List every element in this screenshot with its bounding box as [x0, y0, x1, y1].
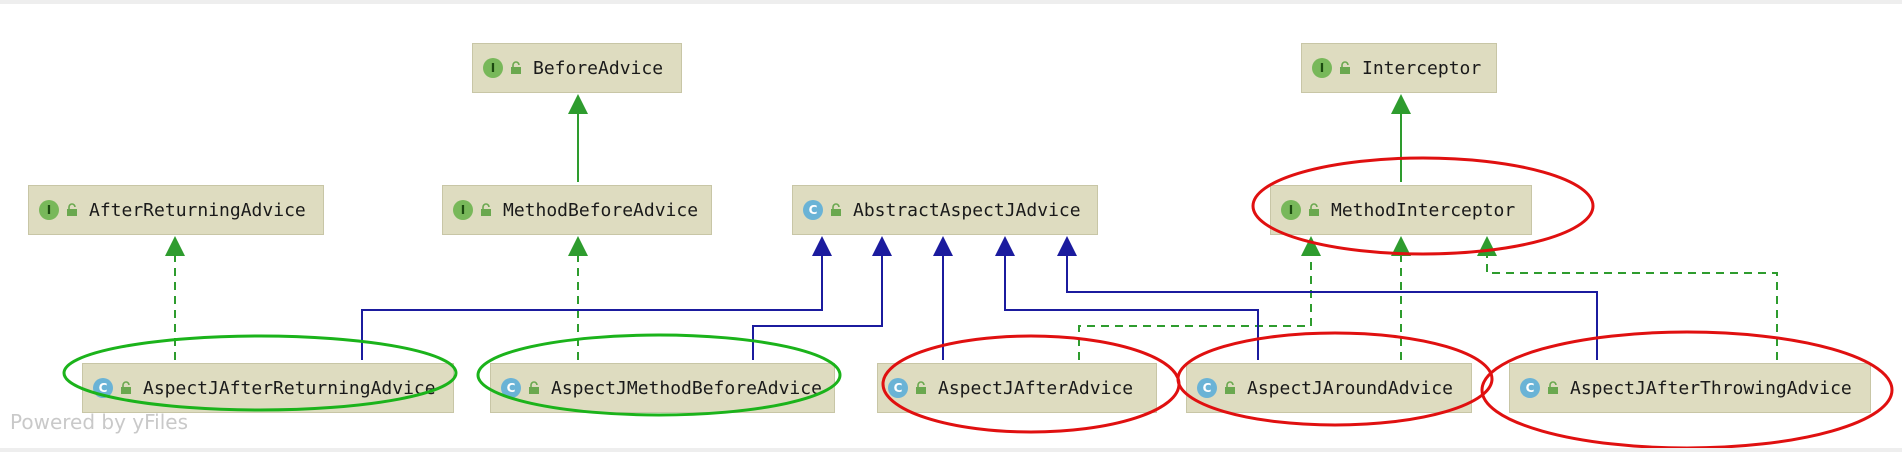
lock-icon — [121, 381, 131, 394]
edge-aspectjmethodbefore-abstract — [752, 256, 883, 360]
node-aspectj-after-returning-advice[interactable]: C AspectJAfterReturningAdvice — [82, 363, 454, 413]
arrowhead-methodinterceptor-2 — [1391, 236, 1411, 256]
lock-icon — [1340, 61, 1350, 74]
node-aspectj-after-advice[interactable]: C AspectJAfterAdvice — [877, 363, 1157, 413]
node-before-advice[interactable]: I BeforeAdvice — [472, 43, 682, 93]
arrowhead-abstract-1 — [812, 236, 832, 256]
lock-icon — [916, 381, 926, 394]
interface-icon: I — [453, 200, 473, 220]
node-label: AfterReturningAdvice — [89, 199, 306, 221]
interface-icon: I — [1281, 200, 1301, 220]
interface-icon: I — [39, 200, 59, 220]
lock-icon — [67, 203, 77, 216]
node-aspectj-around-advice[interactable]: C AspectJAroundAdvice — [1186, 363, 1472, 413]
lock-icon — [1225, 381, 1235, 394]
node-method-before-advice[interactable]: I MethodBeforeAdvice — [442, 185, 712, 235]
arrowhead-interceptor — [1391, 94, 1411, 114]
bottom-border — [0, 448, 1902, 452]
lock-icon — [1548, 381, 1558, 394]
lock-icon — [529, 381, 539, 394]
top-border — [0, 0, 1902, 4]
arrowhead-abstract-4 — [995, 236, 1015, 256]
edge-aspectjafter-methodinterceptor — [1078, 256, 1312, 360]
edge-aspectjafterthrowing-methodinterceptor — [1486, 256, 1778, 360]
arrowhead-abstract-2 — [872, 236, 892, 256]
node-abstract-aspectj-advice[interactable]: C AbstractAspectJAdvice — [792, 185, 1098, 235]
arrowhead-beforeadvice — [568, 94, 588, 114]
lock-icon — [831, 203, 841, 216]
node-label: AspectJAfterAdvice — [938, 377, 1134, 399]
arrowhead-methodinterceptor-1 — [1301, 236, 1321, 256]
class-icon: C — [93, 378, 113, 398]
interface-icon: I — [1312, 58, 1332, 78]
node-label: BeforeAdvice — [533, 57, 664, 79]
class-icon: C — [501, 378, 521, 398]
lock-icon — [1309, 203, 1319, 216]
arrowhead-abstract-3 — [933, 236, 953, 256]
node-label: MethodBeforeAdvice — [503, 199, 699, 221]
node-after-returning-advice[interactable]: I AfterReturningAdvice — [28, 185, 324, 235]
lock-icon — [481, 203, 491, 216]
class-icon: C — [1520, 378, 1540, 398]
edge-aspectjaround-abstract — [1004, 256, 1259, 360]
node-method-interceptor[interactable]: I MethodInterceptor — [1270, 185, 1532, 235]
node-label: AbstractAspectJAdvice — [853, 199, 1081, 221]
node-label: Interceptor — [1362, 57, 1482, 79]
abstract-class-icon: C — [803, 200, 823, 220]
node-label: AspectJMethodBeforeAdvice — [551, 377, 822, 399]
arrowhead-afterreturningadvice — [165, 236, 185, 256]
node-label: AspectJAfterThrowingAdvice — [1570, 377, 1852, 399]
node-label: AspectJAfterReturningAdvice — [143, 377, 436, 399]
arrowhead-methodbeforeadvice — [568, 236, 588, 256]
lock-icon — [511, 61, 521, 74]
node-aspectj-after-throwing-advice[interactable]: C AspectJAfterThrowingAdvice — [1509, 363, 1871, 413]
edge-aspectjafterthrowing-abstract — [1066, 256, 1598, 360]
arrowhead-abstract-5 — [1057, 236, 1077, 256]
node-label: AspectJAroundAdvice — [1247, 377, 1453, 399]
node-aspectj-method-before-advice[interactable]: C AspectJMethodBeforeAdvice — [490, 363, 835, 413]
class-icon: C — [1197, 378, 1217, 398]
arrowhead-methodinterceptor-3 — [1477, 236, 1497, 256]
interface-icon: I — [483, 58, 503, 78]
yfiles-watermark: Powered by yFiles — [10, 410, 188, 434]
node-interceptor[interactable]: I Interceptor — [1301, 43, 1497, 93]
node-label: MethodInterceptor — [1331, 199, 1516, 221]
class-icon: C — [888, 378, 908, 398]
